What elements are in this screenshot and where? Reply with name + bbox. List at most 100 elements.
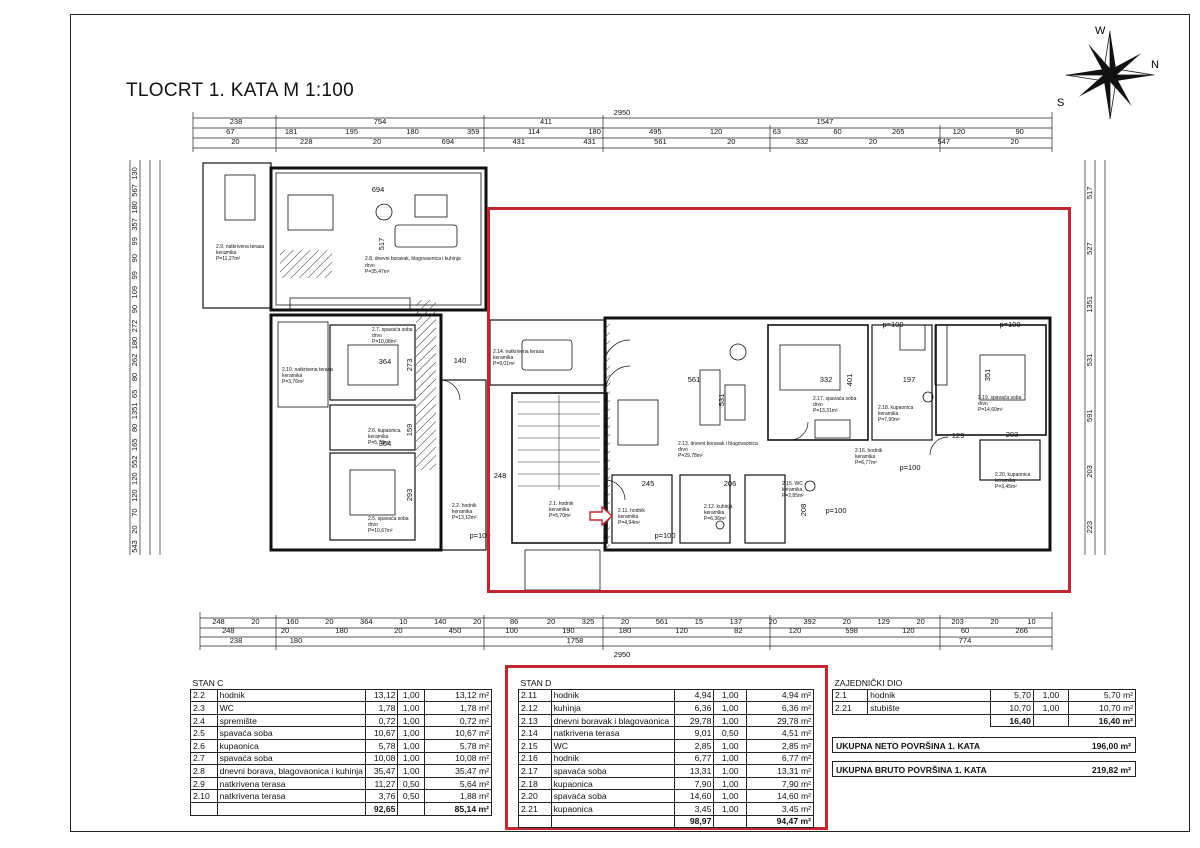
cell-coef: 1,00 [713,801,747,816]
cell-coef: 1,00 [713,738,747,753]
cell-net: 13,12 m² [424,688,492,703]
dimension-value: 90 [130,254,139,262]
dimension-value: 332 [796,137,809,146]
room-26-area: P=5,78m² [368,440,390,446]
cell-coef: 1,00 [397,688,425,703]
plan-dim-364-b: 364 [379,439,392,448]
cell-id: 2.8 [190,764,218,778]
cell-area: 6,36 [673,701,715,715]
cell-name: kuhinja [550,701,675,715]
plan-dim-531: 531 [717,394,726,407]
cell-coef: 0,50 [397,789,425,803]
room-25-area: P=10,67m² [368,528,393,534]
terrace-210-outline [277,321,329,408]
cell-name: natkrivena terasa [550,726,675,740]
room-29-label: 2.9. natkrivena terasa [216,244,264,250]
stan-c-total-area: 92,65 [364,801,399,816]
dimension-value: 1351 [130,403,139,420]
dimension-value: 228 [300,137,313,146]
dimension-value: 100 [505,626,518,635]
cell-net: 10,70 m² [1068,701,1136,715]
room-218-area: P=7,90m² [878,417,900,423]
plan-dim-197: 197 [903,375,916,384]
dimension-value: 10 [1027,617,1035,626]
stan-d-total-net: 94,47 m² [746,814,814,829]
plan-dim-561: 561 [688,375,701,384]
cell-id: 2.2 [190,688,218,703]
dimension-value: 20 [325,617,333,626]
dimension-value: 180 [619,626,632,635]
drawing-sheet-frame [70,14,1190,832]
dimension-value: 547 [937,137,950,146]
compass-s: S [1057,97,1064,109]
dimension-value: 165 [130,439,139,452]
room-214-mat: keramika [493,355,514,361]
room-215-label: 2.15. WC [782,481,803,487]
stan-d-table-highlight [505,665,828,830]
room-216-label: 2.16. hodnik [855,448,883,454]
cell-coef: 1,00 [713,713,747,728]
cell-area: 5,78 [364,738,399,753]
dimension-value: 60 [833,127,841,136]
cell-area: 29,78 [673,713,715,728]
cell-id: 2.7 [190,751,218,766]
dim-top-1547: 1547 [817,117,834,126]
room-216-mat: keramika [855,454,876,460]
dim-top-411: 411 [540,117,552,126]
dimension-value: 70 [130,508,139,516]
zajednicki-title: ZAJEDNIČKI DIO [834,677,903,688]
room-212-mat: keramika [704,510,725,516]
cell-name: hodnik [867,688,992,703]
dimension-value: 392 [804,617,817,626]
bedroom-219 [935,324,1047,436]
zajednicki-total-area: 16,40 [990,713,1034,728]
cell-net: 0,72 m² [424,713,492,728]
dimension-value: 20 [373,137,381,146]
dimension-value: 20 [547,617,555,626]
cell-id: 2.5 [190,726,218,740]
room-21-mat: keramika [549,507,570,513]
dimension-value: 80 [130,373,139,381]
cell-name: kupaonica [550,801,675,816]
dimension-value: 140 [434,617,447,626]
cell-area: 35,47 [364,764,399,778]
dimension-value: 65 [130,390,139,398]
cell-net: 4,94 m² [746,688,814,703]
compass-n: N [1151,59,1159,71]
cell-area: 7,90 [673,776,715,791]
room-28-area: P=35,47m² [365,269,390,275]
bedroom-217 [767,324,869,441]
compass-e: E [1125,129,1132,130]
cell-id: 2.6 [190,738,218,753]
dimension-lines-left [129,160,161,555]
dimension-value: 359 [467,127,480,136]
dimension-value: 561 [656,617,669,626]
dimension-value: 203 [1085,465,1094,478]
dim-bottom-180: 180 [290,636,303,645]
dimension-value: 120 [953,127,966,136]
dimension-value: 1351 [1085,296,1094,313]
plan-dim-694: 694 [372,185,385,194]
stair-treads [518,395,600,490]
room-210-label: 2.10. natkrivena terasa [282,367,333,373]
dimension-value: 137 [730,617,743,626]
plan-dim-248: 248 [494,471,507,480]
zajednicki-total-row: 16,40 16,40 m² [833,713,1136,728]
dimension-value: 20 [916,617,924,626]
cell-area: 0,72 [364,713,399,728]
plan-door-p100-f: p=100 [825,506,846,515]
cell-id: 2.18 [518,776,552,791]
cell-area: 2,85 [673,738,715,753]
dimension-value: 109 [130,286,139,299]
dimension-value: 567 [130,184,139,197]
room-29-area: P=11,27m² [216,256,241,262]
cell-area: 3,76 [364,789,399,803]
dimension-value: 20 [869,137,877,146]
wall-hatch [280,250,610,550]
